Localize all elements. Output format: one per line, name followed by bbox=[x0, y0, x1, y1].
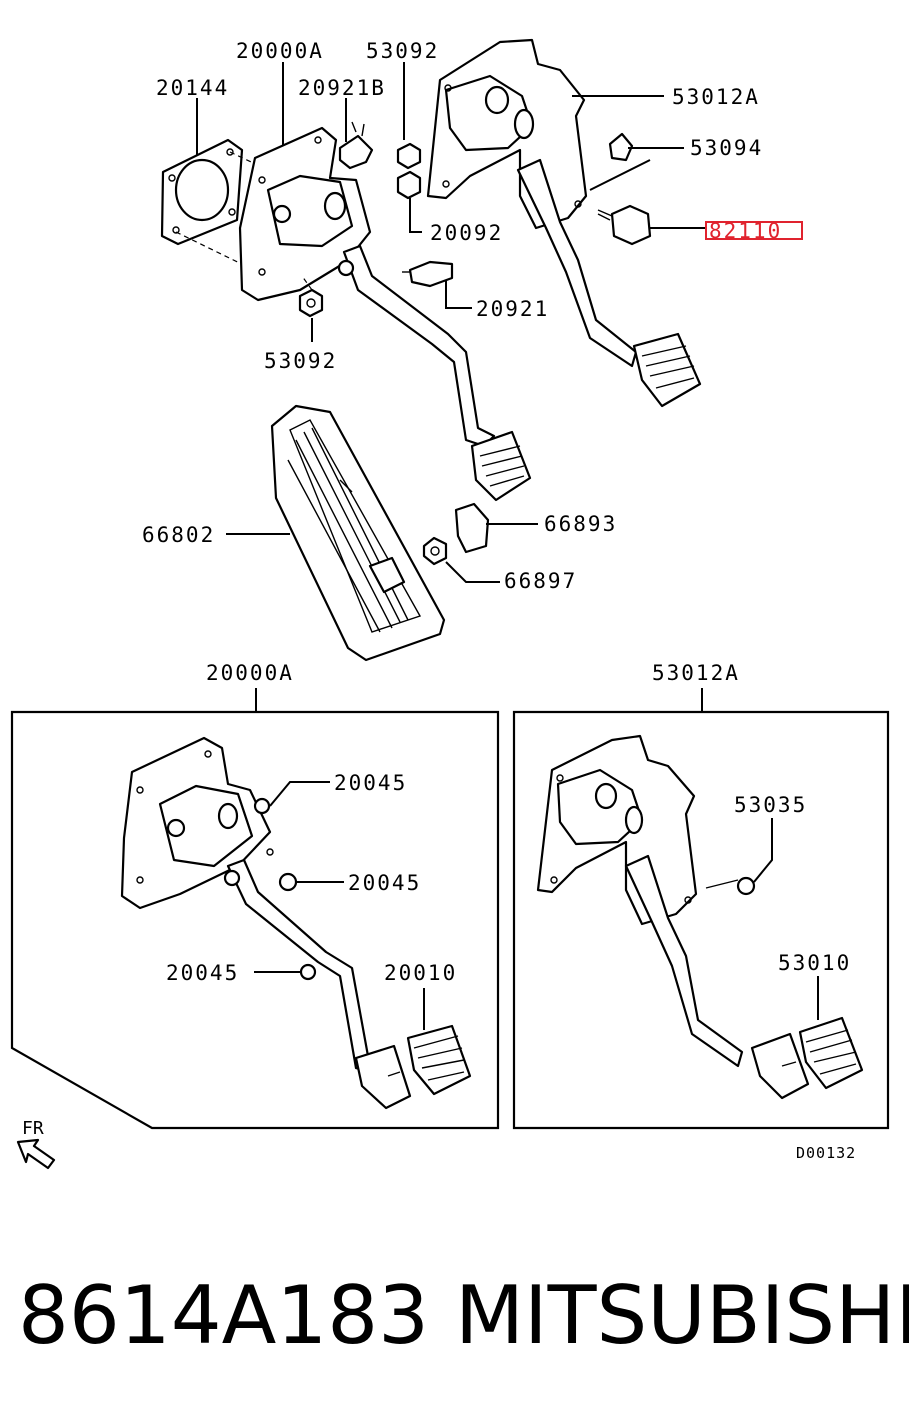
callout-20092: 20092 bbox=[430, 221, 503, 245]
detail-box-brake bbox=[512, 710, 890, 1130]
diagram-code: D00132 bbox=[796, 1144, 856, 1162]
callout-53035: 53035 bbox=[734, 793, 807, 817]
front-label: FR bbox=[22, 1118, 44, 1139]
brake-assembly-detail bbox=[536, 734, 864, 1100]
callout-66802: 66802 bbox=[142, 523, 215, 547]
callout-20000A: 20000A bbox=[236, 39, 324, 63]
clutch-assembly-detail bbox=[120, 736, 472, 1110]
switch-20921 bbox=[402, 260, 454, 288]
callout-53092-bottom: 53092 bbox=[264, 349, 337, 373]
clutch-pedal-arm-top bbox=[337, 244, 532, 502]
detail-box-clutch bbox=[10, 710, 500, 1130]
callout-66893: 66893 bbox=[544, 512, 617, 536]
switch-20921B bbox=[338, 121, 374, 170]
footer: 8614A183 MITSUBISHI bbox=[0, 1266, 909, 1376]
callout-20144: 20144 bbox=[156, 76, 229, 100]
callout-53012A: 53012A bbox=[672, 85, 760, 109]
brake-pedal-arm-top bbox=[516, 158, 702, 408]
callout-20921B: 20921B bbox=[298, 76, 386, 100]
part-number: 8614A183 bbox=[18, 1269, 430, 1362]
callout-53094: 53094 bbox=[690, 136, 763, 160]
brake-bracket-53012A bbox=[426, 38, 588, 230]
callout-20045-b: 20045 bbox=[348, 871, 421, 895]
nut-53092-bottom bbox=[298, 288, 324, 318]
callout-20045-c: 20045 bbox=[166, 961, 239, 985]
brand-name: MITSUBISHI bbox=[455, 1269, 909, 1362]
box-title-20000A: 20000A bbox=[206, 661, 294, 685]
clutch-bracket-20000A bbox=[238, 126, 372, 302]
clip-53094 bbox=[608, 132, 634, 162]
highlight-box-82110 bbox=[705, 221, 803, 240]
callout-20045-a: 20045 bbox=[334, 771, 407, 795]
nut-66897 bbox=[422, 536, 448, 566]
bushing-20045-a bbox=[253, 797, 271, 815]
callout-53010: 53010 bbox=[778, 951, 851, 975]
callout-66897: 66897 bbox=[504, 569, 577, 593]
front-direction-arrow-icon bbox=[16, 1138, 56, 1170]
bushing-20045-c bbox=[299, 963, 317, 981]
bushing-20045-b bbox=[278, 872, 298, 892]
accelerator-pedal-66802 bbox=[270, 404, 446, 662]
nut-53092-top bbox=[396, 142, 422, 200]
callout-53092: 53092 bbox=[366, 39, 439, 63]
stop-lamp-switch-82110 bbox=[597, 204, 652, 246]
callout-20921: 20921 bbox=[476, 297, 549, 321]
callout-20010: 20010 bbox=[384, 961, 457, 985]
stopper-pad-66893 bbox=[454, 502, 490, 554]
gasket-20144 bbox=[160, 138, 244, 246]
bushing-53035 bbox=[736, 876, 756, 896]
callout-82110: 82110 bbox=[709, 219, 782, 243]
box-title-53012A: 53012A bbox=[652, 661, 740, 685]
